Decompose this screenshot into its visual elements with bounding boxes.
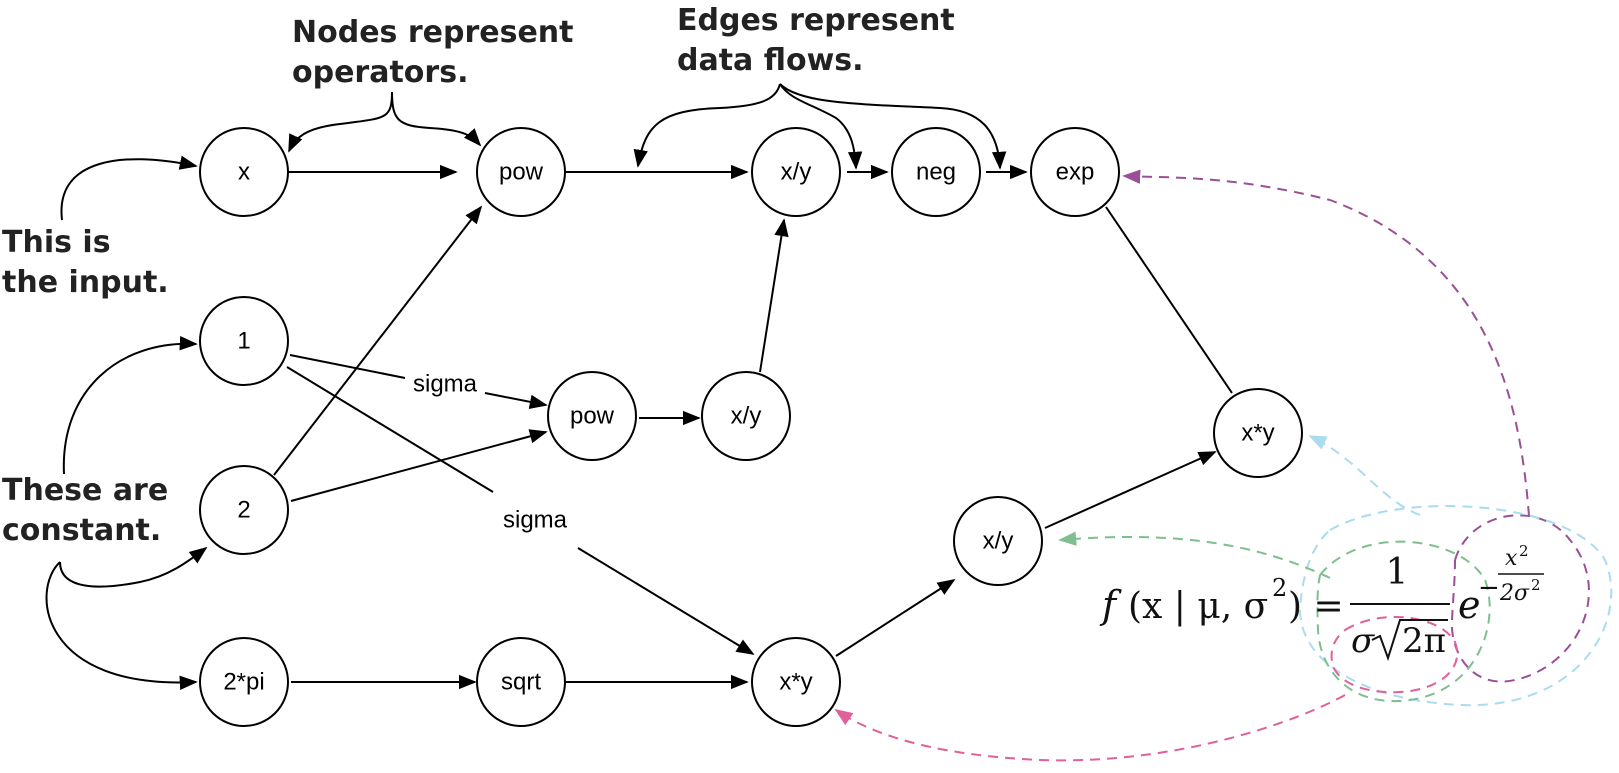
formula-e: e — [1458, 583, 1481, 627]
edge-div3-to-mul2 — [1044, 451, 1217, 529]
node-label: sqrt — [501, 669, 541, 696]
node-mul-right: x*y — [1213, 388, 1303, 478]
annotation-constants: These are constant. — [2, 473, 168, 548]
edge-c2-to-pow1 — [273, 205, 483, 476]
formula-den-root: 2π — [1402, 621, 1446, 661]
formula-numerator: 1 — [1386, 552, 1409, 593]
edge-mul1-to-div3 — [835, 579, 956, 657]
edges — [273, 164, 1233, 690]
annotation-edges: Edges represent data flows. — [677, 3, 955, 78]
node-label: x/y — [731, 403, 762, 430]
formula-radical-sign — [1371, 619, 1448, 662]
annotation-edges-line1: Edges represent — [677, 3, 955, 38]
brace-nodes-left — [288, 91, 393, 153]
const-callout-c2pi — [45, 561, 198, 691]
node-neg: neg — [891, 127, 981, 217]
node-const-1: 1 — [199, 296, 289, 386]
node-label: pow — [499, 159, 544, 186]
node-div-upper: x/y — [751, 127, 841, 217]
node-label: x*y — [1241, 420, 1274, 447]
formula-args: (x | μ, σ — [1128, 586, 1268, 627]
node-label: x/y — [781, 159, 812, 186]
edge-div2-to-div1 — [759, 218, 789, 373]
node-div-lower: x/y — [953, 496, 1043, 586]
node-label: 2*pi — [223, 669, 264, 696]
node-mul-lower: x*y — [751, 637, 841, 727]
node-const-2pi: 2*pi — [199, 637, 289, 727]
node-label: x — [238, 159, 250, 186]
formula-exp-den-sup: 2 — [1531, 576, 1541, 594]
brace-edges-right — [779, 83, 1007, 170]
node-const-2: 2 — [199, 465, 289, 555]
annotation-nodes-line1: Nodes represent — [292, 15, 574, 50]
brace-edges-mid — [779, 83, 863, 170]
green-ellipse — [1316, 540, 1491, 703]
node-label: x/y — [983, 528, 1014, 555]
formula-den-sigma: σ — [1351, 621, 1375, 661]
annotation-const-line1: These are — [2, 473, 168, 508]
annotation-curves — [45, 83, 1007, 691]
edge-exp-to-mul2 — [1105, 206, 1233, 394]
edge-c1-to-pow2-a — [289, 354, 406, 379]
node-sqrt: sqrt — [476, 637, 566, 727]
purple-ellipse — [1450, 514, 1590, 683]
edge-c1-to-mul1-b — [577, 547, 755, 655]
lightblue-ellipse — [1298, 505, 1613, 707]
node-label: x*y — [779, 669, 812, 696]
edge-c1-to-mul1-a — [286, 366, 494, 493]
node-label: 2 — [237, 497, 250, 524]
annotation-const-line2: constant. — [2, 513, 161, 548]
node-label: pow — [570, 403, 615, 430]
annotation-nodes-line2: operators. — [292, 55, 468, 90]
formula-args-sup: 2 — [1272, 574, 1287, 602]
const-callout-c2 — [59, 546, 208, 588]
node-div-middle: x/y — [701, 371, 791, 461]
edge-label-sigma-upper: sigma — [413, 371, 478, 398]
edge-c2-to-pow2 — [290, 429, 548, 502]
formula-exp-minus: − — [1478, 573, 1500, 603]
node-label: exp — [1056, 159, 1095, 186]
edge-c1-to-pow2-b — [484, 392, 548, 409]
formula-equals: ) = — [1288, 586, 1344, 627]
annotation-nodes: Nodes represent operators. — [292, 15, 574, 90]
input-callout — [60, 155, 198, 221]
pink-link-to-mul1 — [834, 694, 1346, 762]
node-label: 1 — [237, 328, 250, 355]
formula-exp-num-sup: 2 — [1519, 542, 1529, 560]
formula-f: f — [1099, 583, 1122, 627]
node-pow-upper: pow — [476, 127, 566, 217]
const-callout-c1 — [62, 335, 198, 475]
green-link-to-div3 — [1058, 531, 1331, 579]
annotation-edges-line2: data flows. — [677, 43, 864, 78]
annotation-input-line1: This is — [2, 225, 111, 260]
brace-nodes-right — [391, 91, 482, 147]
lightblue-link-to-mul2 — [1308, 435, 1421, 516]
node-label: neg — [916, 159, 956, 186]
edge-label-sigma-lower: sigma — [503, 507, 568, 534]
annotation-input-line2: the input. — [2, 265, 169, 300]
formula-exp-num: x — [1505, 546, 1518, 571]
node-x-input: x — [199, 127, 289, 217]
gaussian-formula: f (x | μ, σ 2 ) = 1 σ 2π e − x 2 2σ 2 — [1099, 542, 1544, 662]
nodes: x pow x/y neg exp 1 pow x/y — [199, 127, 1303, 727]
purple-link-to-exp — [1122, 169, 1530, 517]
brace-edges-left — [633, 83, 781, 168]
formula-links — [834, 169, 1613, 762]
annotation-input: This is the input. — [2, 225, 169, 300]
formula-exp-den: 2σ — [1499, 581, 1530, 606]
node-exp: exp — [1030, 127, 1120, 217]
node-pow-lower: pow — [547, 371, 637, 461]
